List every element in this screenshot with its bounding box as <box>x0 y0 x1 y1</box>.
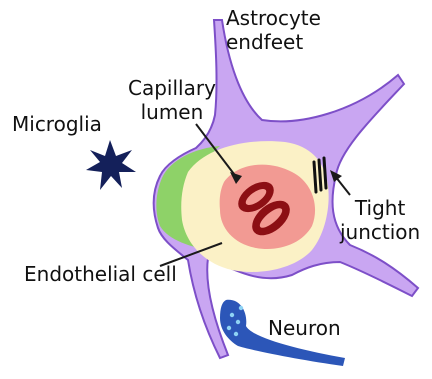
microglia-cell <box>86 140 136 190</box>
astrocyte-label: Astrocyte endfeet <box>226 6 321 54</box>
endothelial-cell-label: Endothelial cell <box>24 262 177 286</box>
tight-junction-label: Tight junction <box>340 196 420 244</box>
capillary-lumen-label: Capillary lumen <box>128 76 216 124</box>
neuron-label: Neuron <box>268 316 341 340</box>
microglia-label: Microglia <box>12 112 102 136</box>
